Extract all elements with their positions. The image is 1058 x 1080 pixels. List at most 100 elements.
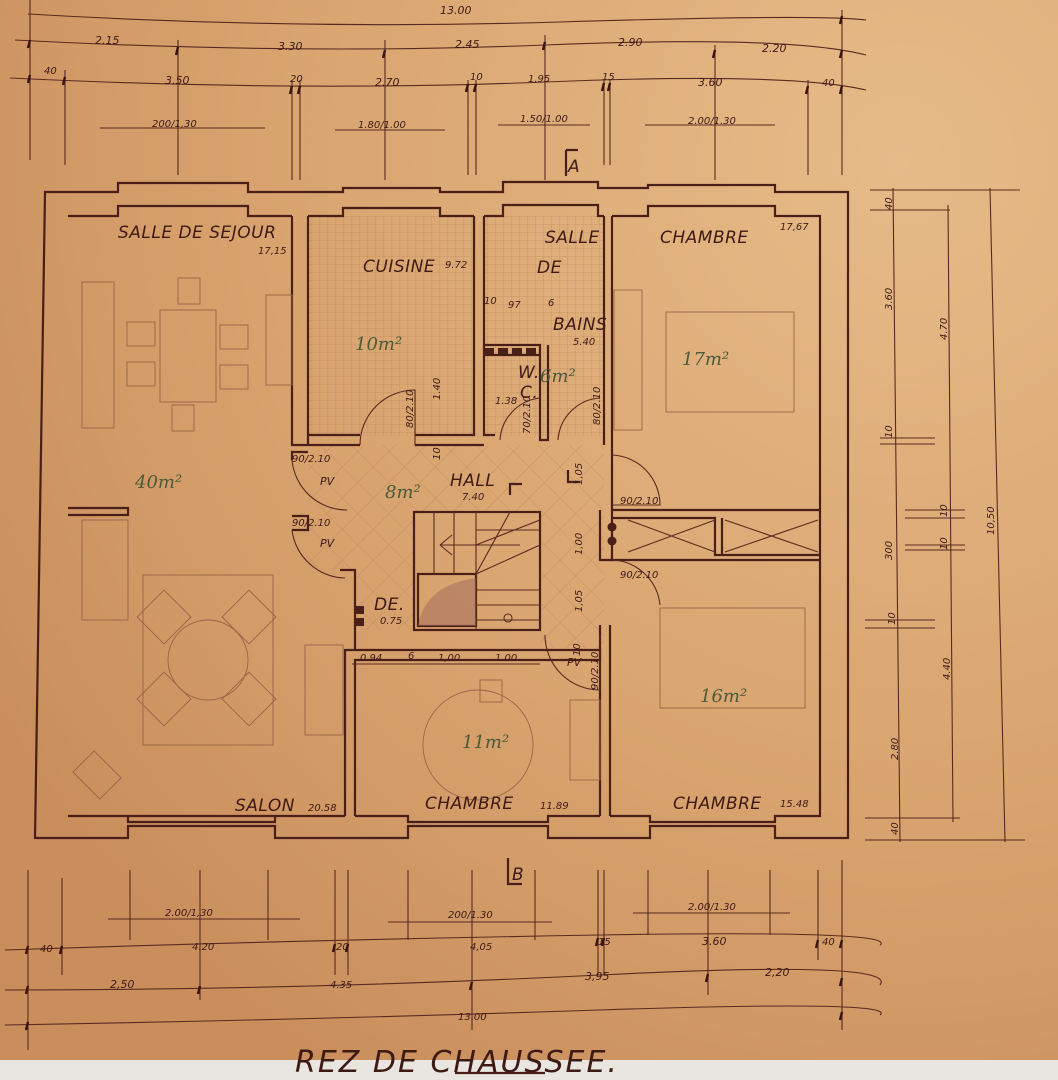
dim-hall-b: 1,00 xyxy=(574,533,585,555)
ducts xyxy=(355,348,819,626)
door-wc-size: 70/2.10 xyxy=(522,396,533,434)
dim-right-col1: 3.60 xyxy=(884,288,895,310)
dim-top-total: 13.00 xyxy=(440,4,472,17)
dim-top-row3: 15 xyxy=(602,72,615,83)
dimension-lines xyxy=(4,0,1025,1050)
hall-tiles xyxy=(308,445,604,650)
dim-top-row2: 2.45 xyxy=(455,38,480,51)
room-chambre-s-name: CHAMBRE xyxy=(425,794,514,814)
dim-bottom-row1: 15 xyxy=(598,937,611,948)
dim-bottom-row1: 20 xyxy=(336,942,349,953)
section-marker-a: A xyxy=(567,157,580,177)
dim-hall-c: 1,05 xyxy=(574,590,585,612)
dim-right-col1: 40 xyxy=(890,822,901,835)
dim-top-row3: 40 xyxy=(44,66,57,77)
door-cuisine-size: 80/2.10 xyxy=(405,390,416,428)
dim-top-row3: 20 xyxy=(290,74,303,85)
page-edge xyxy=(0,1060,1058,1080)
dim-bottom-total: 13.00 xyxy=(458,1012,487,1023)
dim-top-row3: 3.60 xyxy=(698,76,723,89)
dim-top-row3: 3.50 xyxy=(165,74,190,87)
hand-hall-area: 8m² xyxy=(385,482,421,503)
dim-ch-d: 1.00 xyxy=(495,653,517,664)
dim-top-row2: 2.90 xyxy=(618,36,643,49)
room-bains-line3: BAINS xyxy=(553,315,607,335)
dim-right-col1: 2.80 xyxy=(890,738,901,760)
dim-bottom-window: 200/1.30 xyxy=(448,910,493,921)
room-chambre-s-area: 11.89 xyxy=(540,801,569,812)
dim-bottom-row2: 2,20 xyxy=(765,966,790,979)
dim-ch-b: 6 xyxy=(408,651,414,662)
door-chambre-ne-size: 90/2.10 xyxy=(620,496,658,507)
room-chambre-se-area: 15.48 xyxy=(780,799,809,810)
dim-right-col1: 40 xyxy=(884,197,895,210)
dim-top-row3: 1,95 xyxy=(528,74,550,85)
room-salon-name: SALON xyxy=(235,796,295,816)
dim-top-row3: 2.70 xyxy=(375,76,400,89)
door-pv3: PV xyxy=(567,656,583,669)
cuisine-tiles xyxy=(308,216,474,436)
right-dimensions: 40 3.60 10 300 10 2.80 40 4.70 10 10 4.4… xyxy=(884,197,997,835)
dim-right-total: 10,50 xyxy=(986,506,997,535)
dim-ch-a: 0.94 xyxy=(360,653,382,664)
dim-bains-b: 97 xyxy=(508,300,521,311)
dim-top-row2: 3.30 xyxy=(278,40,303,53)
dimension-ticks xyxy=(24,15,844,1031)
dim-bottom-row2: 3,95 xyxy=(585,970,610,983)
dim-right-col1: 10 xyxy=(884,425,895,438)
room-chambre-ne-area: 17,67 xyxy=(780,222,809,233)
room-wc-area: 1.38 xyxy=(495,396,517,407)
room-chambre-se-name: CHAMBRE xyxy=(673,794,762,814)
dim-bottom-row2: 2,50 xyxy=(110,978,135,991)
dim-bottom-row1: 40 xyxy=(822,937,835,948)
room-labels: SALLE DE SEJOUR 17,15 40m² CUISINE 9.72 … xyxy=(118,222,809,816)
hand-cuisine-area: 10m² xyxy=(355,334,402,355)
hand-bains-area: 6m² xyxy=(540,366,576,387)
dim-hall-d: 10 xyxy=(572,643,583,656)
dim-bottom-row1: 4,05 xyxy=(470,942,492,953)
dim-top-row3: 10 xyxy=(470,72,483,83)
section-arrow-a-icon xyxy=(564,148,578,176)
room-hall-name: HALL xyxy=(450,471,495,491)
dim-top-window: 1.80/1.00 xyxy=(358,120,406,131)
dim-bottom-window: 2.00/1.30 xyxy=(688,902,736,913)
dim-top-row3: 40 xyxy=(822,78,835,89)
dim-right-col1: 300 xyxy=(884,541,895,560)
room-bains-line2: DE xyxy=(537,258,562,278)
door-labels: 90/2.10 PV 90/2.10 PV PV 90/2.10 80/2.10… xyxy=(292,387,658,690)
section-marker-b: B xyxy=(512,865,524,885)
room-sejour-area: 17,15 xyxy=(258,246,287,257)
section-arrow-b-icon xyxy=(506,858,522,886)
room-cuisine-name: CUISINE xyxy=(363,257,435,277)
dim-right-col2: 4.40 xyxy=(942,658,953,680)
dim-bottom-window: 2.00/1,30 xyxy=(165,908,213,919)
room-wc-line2: C. xyxy=(520,383,538,403)
dim-right-col2: 10 xyxy=(939,537,950,550)
dim-top-window: 200/1,30 xyxy=(152,119,197,130)
door-bains-size: 80/2.10 xyxy=(592,387,603,425)
stairs xyxy=(418,511,541,630)
hand-sejour-area: 40m² xyxy=(134,472,182,493)
hand-chambre-s-area: 11m² xyxy=(462,732,509,753)
furniture xyxy=(72,277,806,801)
dim-right-col2: 4.70 xyxy=(939,318,950,340)
room-salon-area: 20.58 xyxy=(308,803,337,814)
door-pv1: PV xyxy=(320,475,336,488)
dim-top-window: 2.00/1.30 xyxy=(688,116,736,127)
hall-corner-marks xyxy=(508,470,580,495)
dim-cuisine-h: 1.40 xyxy=(432,378,443,400)
dim-bottom-row1: 3.60 xyxy=(702,935,727,948)
dim-right-col1: 10 xyxy=(887,612,898,625)
room-wc-line1: W. xyxy=(518,363,540,383)
dim-bains-a: 10 xyxy=(484,296,497,307)
top-dimensions: 13.00 2.15 3.30 2.45 2.90 2.20 40 3.50 2… xyxy=(44,4,835,131)
dim-top-row2: 2.20 xyxy=(762,42,787,55)
room-cuisine-area: 9.72 xyxy=(445,260,467,271)
dim-ch-c: 1,00 xyxy=(438,653,460,664)
dim-bottom-row2: 4.35 xyxy=(330,980,352,991)
dim-bottom-row1: 40 xyxy=(40,944,53,955)
room-de-area: 0.75 xyxy=(380,616,402,627)
door-swings xyxy=(291,389,661,691)
